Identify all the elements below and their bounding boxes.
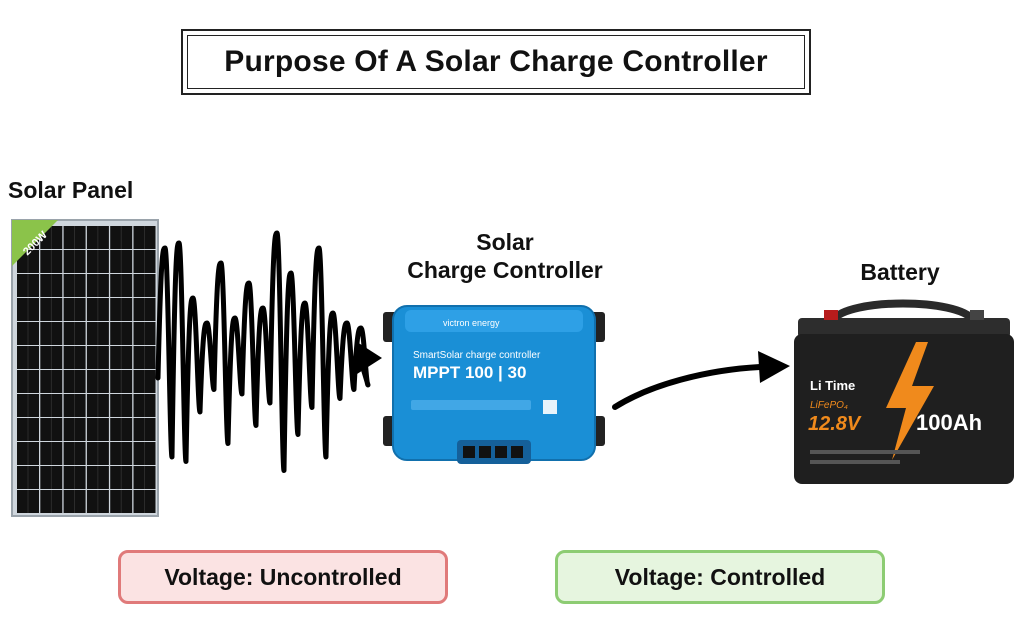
battery-capacity: 100Ah [916, 410, 982, 435]
controller-label-line1: Solar [476, 229, 534, 255]
controller-model: MPPT 100 | 30 [413, 363, 526, 382]
battery-image: Li Time LiFePO₄ 12.8V 100Ah [794, 299, 1014, 484]
solar-panel-image: 200W [11, 219, 159, 517]
controller-top-bevel [405, 310, 583, 332]
diagram-title: Purpose Of A Solar Charge Controller [224, 45, 768, 78]
controlled-voltage-curve [612, 364, 763, 410]
controlled-arrowhead [758, 351, 790, 383]
battery-terminal-positive [824, 310, 838, 320]
title-frame: Purpose Of A Solar Charge Controller [181, 29, 811, 95]
title-inner-frame: Purpose Of A Solar Charge Controller [187, 35, 805, 89]
solar-panel-label: Solar Panel [8, 177, 134, 203]
controlled-arrow [612, 351, 790, 410]
battery-handle [829, 299, 977, 323]
controller-cert-strip [411, 400, 531, 410]
battery-bolt-icon [886, 342, 934, 460]
wave-arrowhead [357, 342, 382, 374]
solar-cells-grid [17, 226, 156, 513]
battery-lid [798, 318, 1010, 338]
battery-terminal-negative [970, 310, 984, 320]
controller-label: Solar Charge Controller [380, 228, 630, 284]
voltage-controlled-badge: Voltage: Controlled [555, 550, 885, 604]
voltage-controlled-text: Voltage: Controlled [614, 563, 826, 590]
battery-chemistry: LiFePO₄ [810, 400, 848, 411]
voltage-uncontrolled-badge: Voltage: Uncontrolled [118, 550, 448, 604]
controller-model-line: SmartSolar charge controller [413, 350, 541, 361]
battery-spec-line [810, 450, 920, 454]
wattage-badge-triangle [12, 220, 58, 266]
controller-qr [543, 400, 557, 414]
controller-label-line2: Charge Controller [407, 257, 603, 283]
uncontrolled-voltage-wave [155, 230, 371, 473]
controller-terminals [463, 446, 523, 458]
uncontrolled-wave [155, 230, 382, 473]
battery-voltage: 12.8V [808, 413, 862, 435]
battery-label: Battery [860, 259, 940, 285]
controller-brand: victron energy [443, 318, 500, 328]
charge-controller-image: victron energy SmartSolar charge control… [383, 305, 605, 464]
battery-body [794, 334, 1014, 484]
voltage-uncontrolled-text: Voltage: Uncontrolled [164, 563, 402, 590]
battery-brand: Li Time [810, 378, 855, 393]
battery-spec-line-2 [810, 460, 900, 464]
